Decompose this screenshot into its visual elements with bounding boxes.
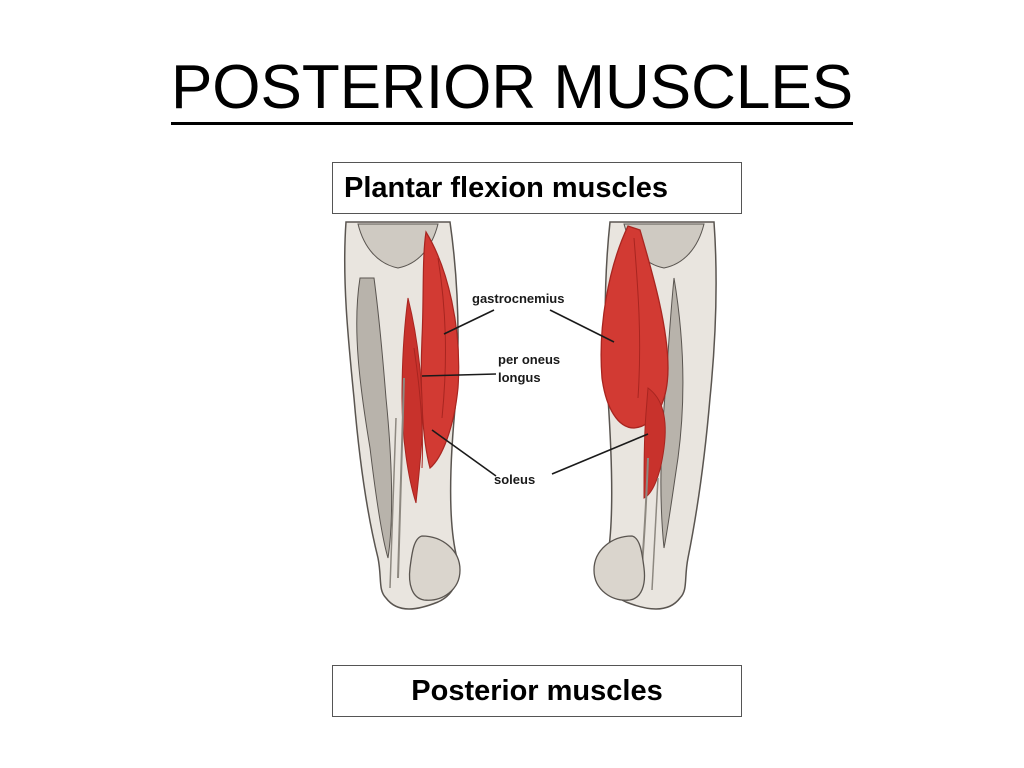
leg-muscle-illustration: gastrocnemius per oneus longus soleus	[343, 221, 717, 610]
left-leg	[343, 221, 461, 610]
slide-title-text: POSTERIOR MUSCLES	[170, 53, 854, 125]
slide-title: POSTERIOR MUSCLES	[0, 52, 1024, 125]
peroneus-label-line1: per oneus	[498, 352, 560, 367]
posterior-muscles-caption: Posterior muscles	[332, 665, 742, 717]
annotation-lines	[421, 309, 649, 477]
soleus-label: soleus	[494, 472, 535, 487]
gastrocnemius-label: gastrocnemius	[472, 291, 564, 306]
right-leg	[593, 221, 717, 610]
peroneus-label-line2: longus	[498, 370, 541, 385]
plantar-flexion-caption: Plantar flexion muscles	[332, 162, 742, 214]
